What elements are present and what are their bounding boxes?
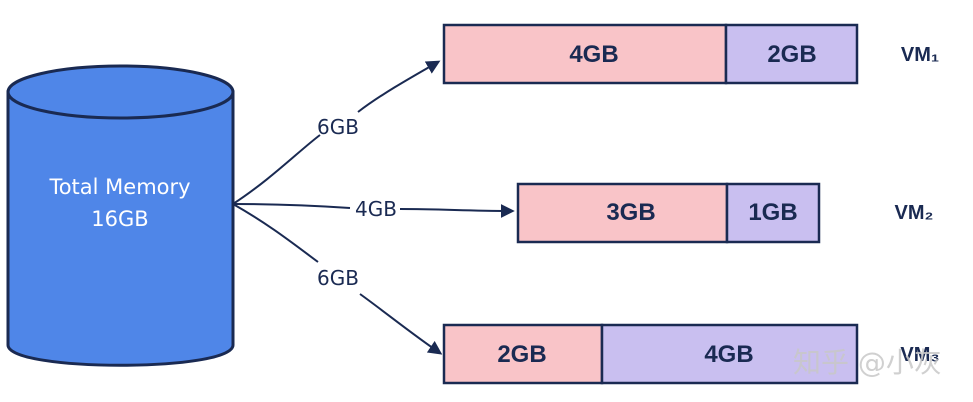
vm2-name: VM₂ bbox=[895, 202, 934, 224]
total-memory-size: 16GB bbox=[91, 207, 148, 231]
vm2-free-label: 1GB bbox=[748, 199, 797, 226]
total-memory-label: Total Memory bbox=[48, 175, 190, 199]
arrow-vm2-label: 4GB bbox=[355, 197, 397, 221]
vm3-used-segment bbox=[442, 323, 604, 385]
arrow-vm3-label: 6GB bbox=[317, 266, 359, 290]
vm2-free-segment bbox=[725, 182, 821, 244]
watermark: 知乎 @小灰 bbox=[793, 346, 942, 379]
vm1-used-label: 4GB bbox=[569, 41, 618, 68]
vm1-name: VM₁ bbox=[901, 44, 939, 66]
cylinder-top bbox=[6, 64, 235, 120]
vm3-used-label: 2GB bbox=[497, 341, 546, 368]
vm3-memory-bar: 2GB 4GB bbox=[442, 323, 859, 385]
vm3-free-segment bbox=[600, 323, 859, 385]
vm1-free-label: 2GB bbox=[767, 41, 816, 68]
cylinder-body bbox=[6, 90, 235, 367]
arrow-vm2: 4GB bbox=[232, 197, 515, 221]
arrow-vm3: 6GB bbox=[232, 203, 443, 355]
arrow-vm1: 6GB bbox=[232, 60, 441, 205]
vm3-free-label: 4GB bbox=[704, 341, 753, 368]
total-memory-cylinder: Total Memory 16GB bbox=[6, 64, 235, 367]
vm2-used-label: 3GB bbox=[606, 199, 655, 226]
vm3-name: VM₃ bbox=[900, 344, 939, 366]
vm1-free-segment bbox=[724, 23, 859, 85]
arrow-vm1-label: 6GB bbox=[317, 115, 359, 139]
vm2-memory-bar: 3GB 1GB bbox=[516, 182, 821, 244]
vm2-used-segment bbox=[516, 182, 729, 244]
vm1-memory-bar: 4GB 2GB bbox=[442, 23, 859, 85]
